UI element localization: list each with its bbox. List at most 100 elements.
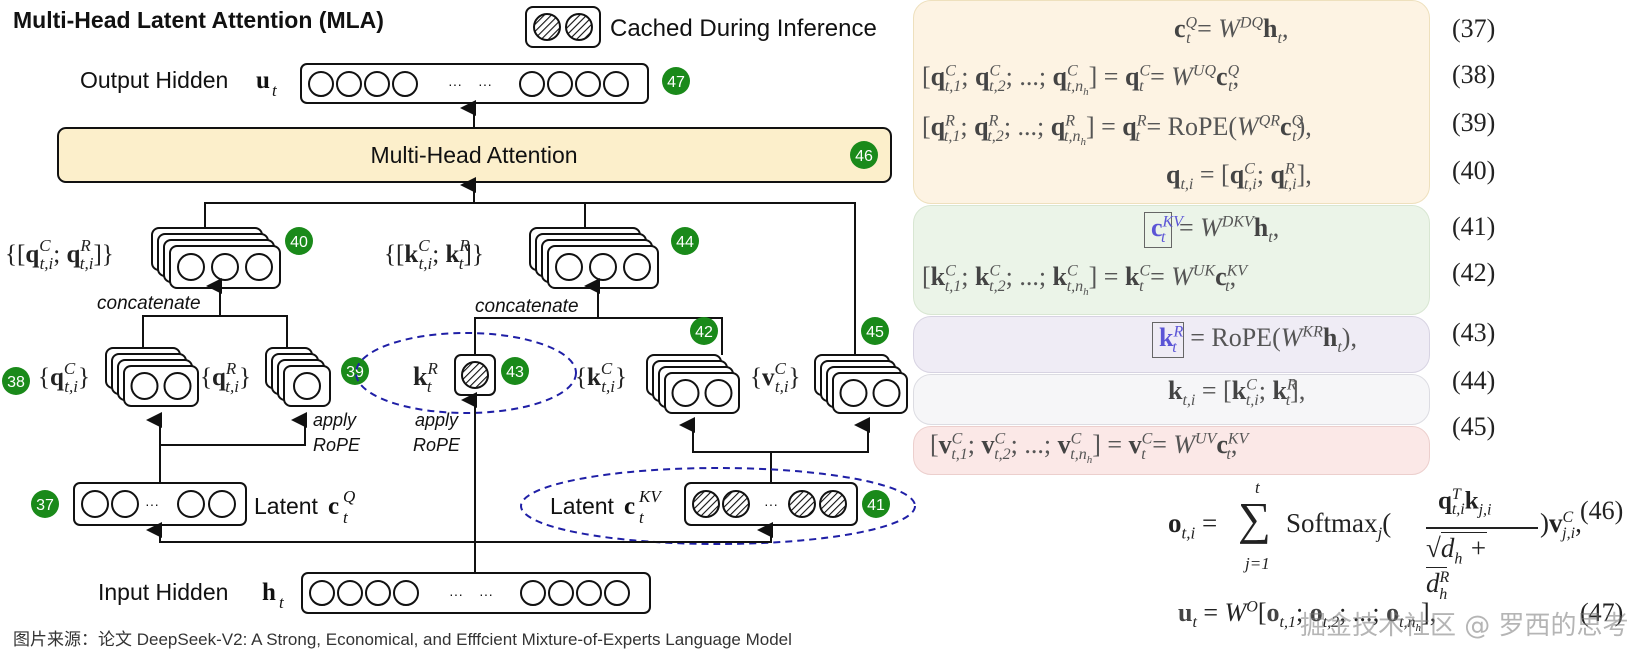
latent-q-subscript: t [343, 508, 349, 527]
equation-38: [qCt,1; qCt,2; ...; qCt,nh] = qCt = WUQc… [922, 62, 1240, 99]
v-c-stack [814, 354, 908, 414]
neuron-icon [308, 71, 334, 97]
cached-region-outline [520, 467, 916, 545]
latent-q-symbol: c [328, 493, 339, 520]
diagram-title: Multi-Head Latent Attention (MLA) [13, 7, 384, 33]
neuron-icon [548, 580, 574, 606]
badge-45: 45 [861, 317, 889, 345]
badge-40: 40 [285, 227, 313, 255]
cached-neuron-icon [692, 490, 720, 518]
cached-neuron-icon [788, 490, 816, 518]
apply-label: apply [313, 410, 357, 430]
equation-number: (39) [1452, 108, 1496, 137]
svg-text:42: 42 [695, 324, 713, 341]
k-c-stack [646, 354, 740, 414]
neuron-icon [245, 253, 273, 281]
neuron-icon [211, 253, 239, 281]
svg-text:43: 43 [506, 364, 524, 381]
summation-symbol: ∑ [1238, 493, 1271, 544]
output-hidden-symbol: u [256, 67, 270, 94]
neuron-icon [393, 580, 419, 606]
equation-39: [qRt,1; qRt,2; ...; qRt,nh] = qRt = RoPE… [922, 112, 1312, 149]
svg-text:37: 37 [36, 497, 54, 514]
badge-37: 37 [31, 490, 59, 518]
ellipsis: ··· [449, 586, 463, 602]
equation-number: (47) [1580, 598, 1624, 627]
rope-function: RoPE [1167, 112, 1229, 141]
neuron-icon [576, 580, 602, 606]
latent-kv-superscript: KV [638, 487, 663, 506]
legend-label: Cached During Inference [610, 15, 877, 42]
connector [771, 417, 870, 453]
equation-number: (45) [1452, 412, 1496, 441]
svg-text:39: 39 [346, 364, 364, 381]
neuron-icon [604, 580, 630, 606]
connector [474, 317, 723, 355]
sum-lower-limit: j=1 [1245, 554, 1270, 573]
equation-number: (46) [1580, 496, 1624, 525]
neuron-icon [337, 580, 363, 606]
neuron-icon [293, 372, 321, 400]
connector [142, 315, 288, 348]
equation-44: kt,i = [kCt,i; kRt], [1168, 376, 1306, 410]
neuron-icon [555, 253, 583, 281]
neuron-icon [872, 379, 901, 407]
neuron-icon [839, 379, 868, 407]
key-equation-panel [913, 374, 1430, 425]
connector [679, 417, 772, 483]
figure-source-caption: 图片来源：论文 DeepSeek-V2: A Strong, Economica… [13, 630, 792, 649]
neuron-icon [111, 490, 139, 518]
neuron-icon [177, 490, 205, 518]
cached-region-outline [355, 332, 577, 414]
svg-text:40: 40 [290, 234, 308, 251]
equation-42: [kCt,1; kCt,2; ...; kCt,nh] = kCt = WUKc… [922, 262, 1248, 299]
neuron-icon [603, 71, 629, 97]
neuron-icon [177, 253, 205, 281]
svg-text:45: 45 [866, 324, 884, 341]
equation-number: (37) [1452, 14, 1496, 43]
equation-41: cKVt = WDKVht, [1144, 212, 1279, 249]
output-hidden-subscript: t [272, 81, 278, 100]
ellipsis: ··· [764, 496, 778, 512]
neuron-icon [520, 580, 546, 606]
concatenate-label: concatenate [97, 293, 201, 314]
input-hidden-symbol: h [262, 579, 276, 606]
watermark: 掘金技术社区 @ 罗西的思考 [1300, 611, 1629, 641]
value-equation-panel [913, 426, 1430, 475]
latent-q-superscript: Q [343, 487, 355, 506]
q-r-stack [265, 347, 331, 407]
equation-45: [vCt,1; vCt,2; ...; vCt,nh] = vCt = WUVc… [930, 430, 1249, 467]
svg-text:41: 41 [867, 497, 885, 514]
latent-kv-symbol: c [624, 493, 635, 520]
neuron-icon [130, 372, 159, 400]
cached-vector-icon [461, 361, 489, 389]
neuron-icon [163, 372, 192, 400]
neuron-icon [208, 490, 236, 518]
cached-latent-kv-symbol: cKVt [1144, 212, 1183, 249]
cached-vector-icon [565, 13, 593, 41]
output-hidden-node: Output Hidden u t ··· ··· [80, 63, 649, 104]
input-hidden-subscript: t [279, 593, 285, 612]
q-c-stack [105, 347, 199, 407]
cached-neuron-icon [722, 490, 750, 518]
badge-44: 44 [671, 227, 699, 255]
equation-43: kRt = RoPE(WKRht), [1152, 322, 1357, 359]
mha-label: Multi-Head Attention [370, 142, 577, 168]
equation-number: (38) [1452, 60, 1496, 89]
ellipsis: ··· [448, 76, 462, 92]
ellipsis: ··· [478, 76, 492, 92]
sum-upper-limit: t [1255, 478, 1260, 497]
cached-vector-icon [533, 13, 561, 41]
neuron-icon [392, 71, 418, 97]
equation-37: cQt = WDQht, [1174, 14, 1289, 48]
query-equations-panel [913, 0, 1430, 204]
softmax-function: Softmax [1286, 508, 1378, 538]
ellipsis: ··· [145, 496, 159, 512]
equation-number: (43) [1452, 318, 1496, 347]
rope-label: RoPE [313, 435, 361, 455]
